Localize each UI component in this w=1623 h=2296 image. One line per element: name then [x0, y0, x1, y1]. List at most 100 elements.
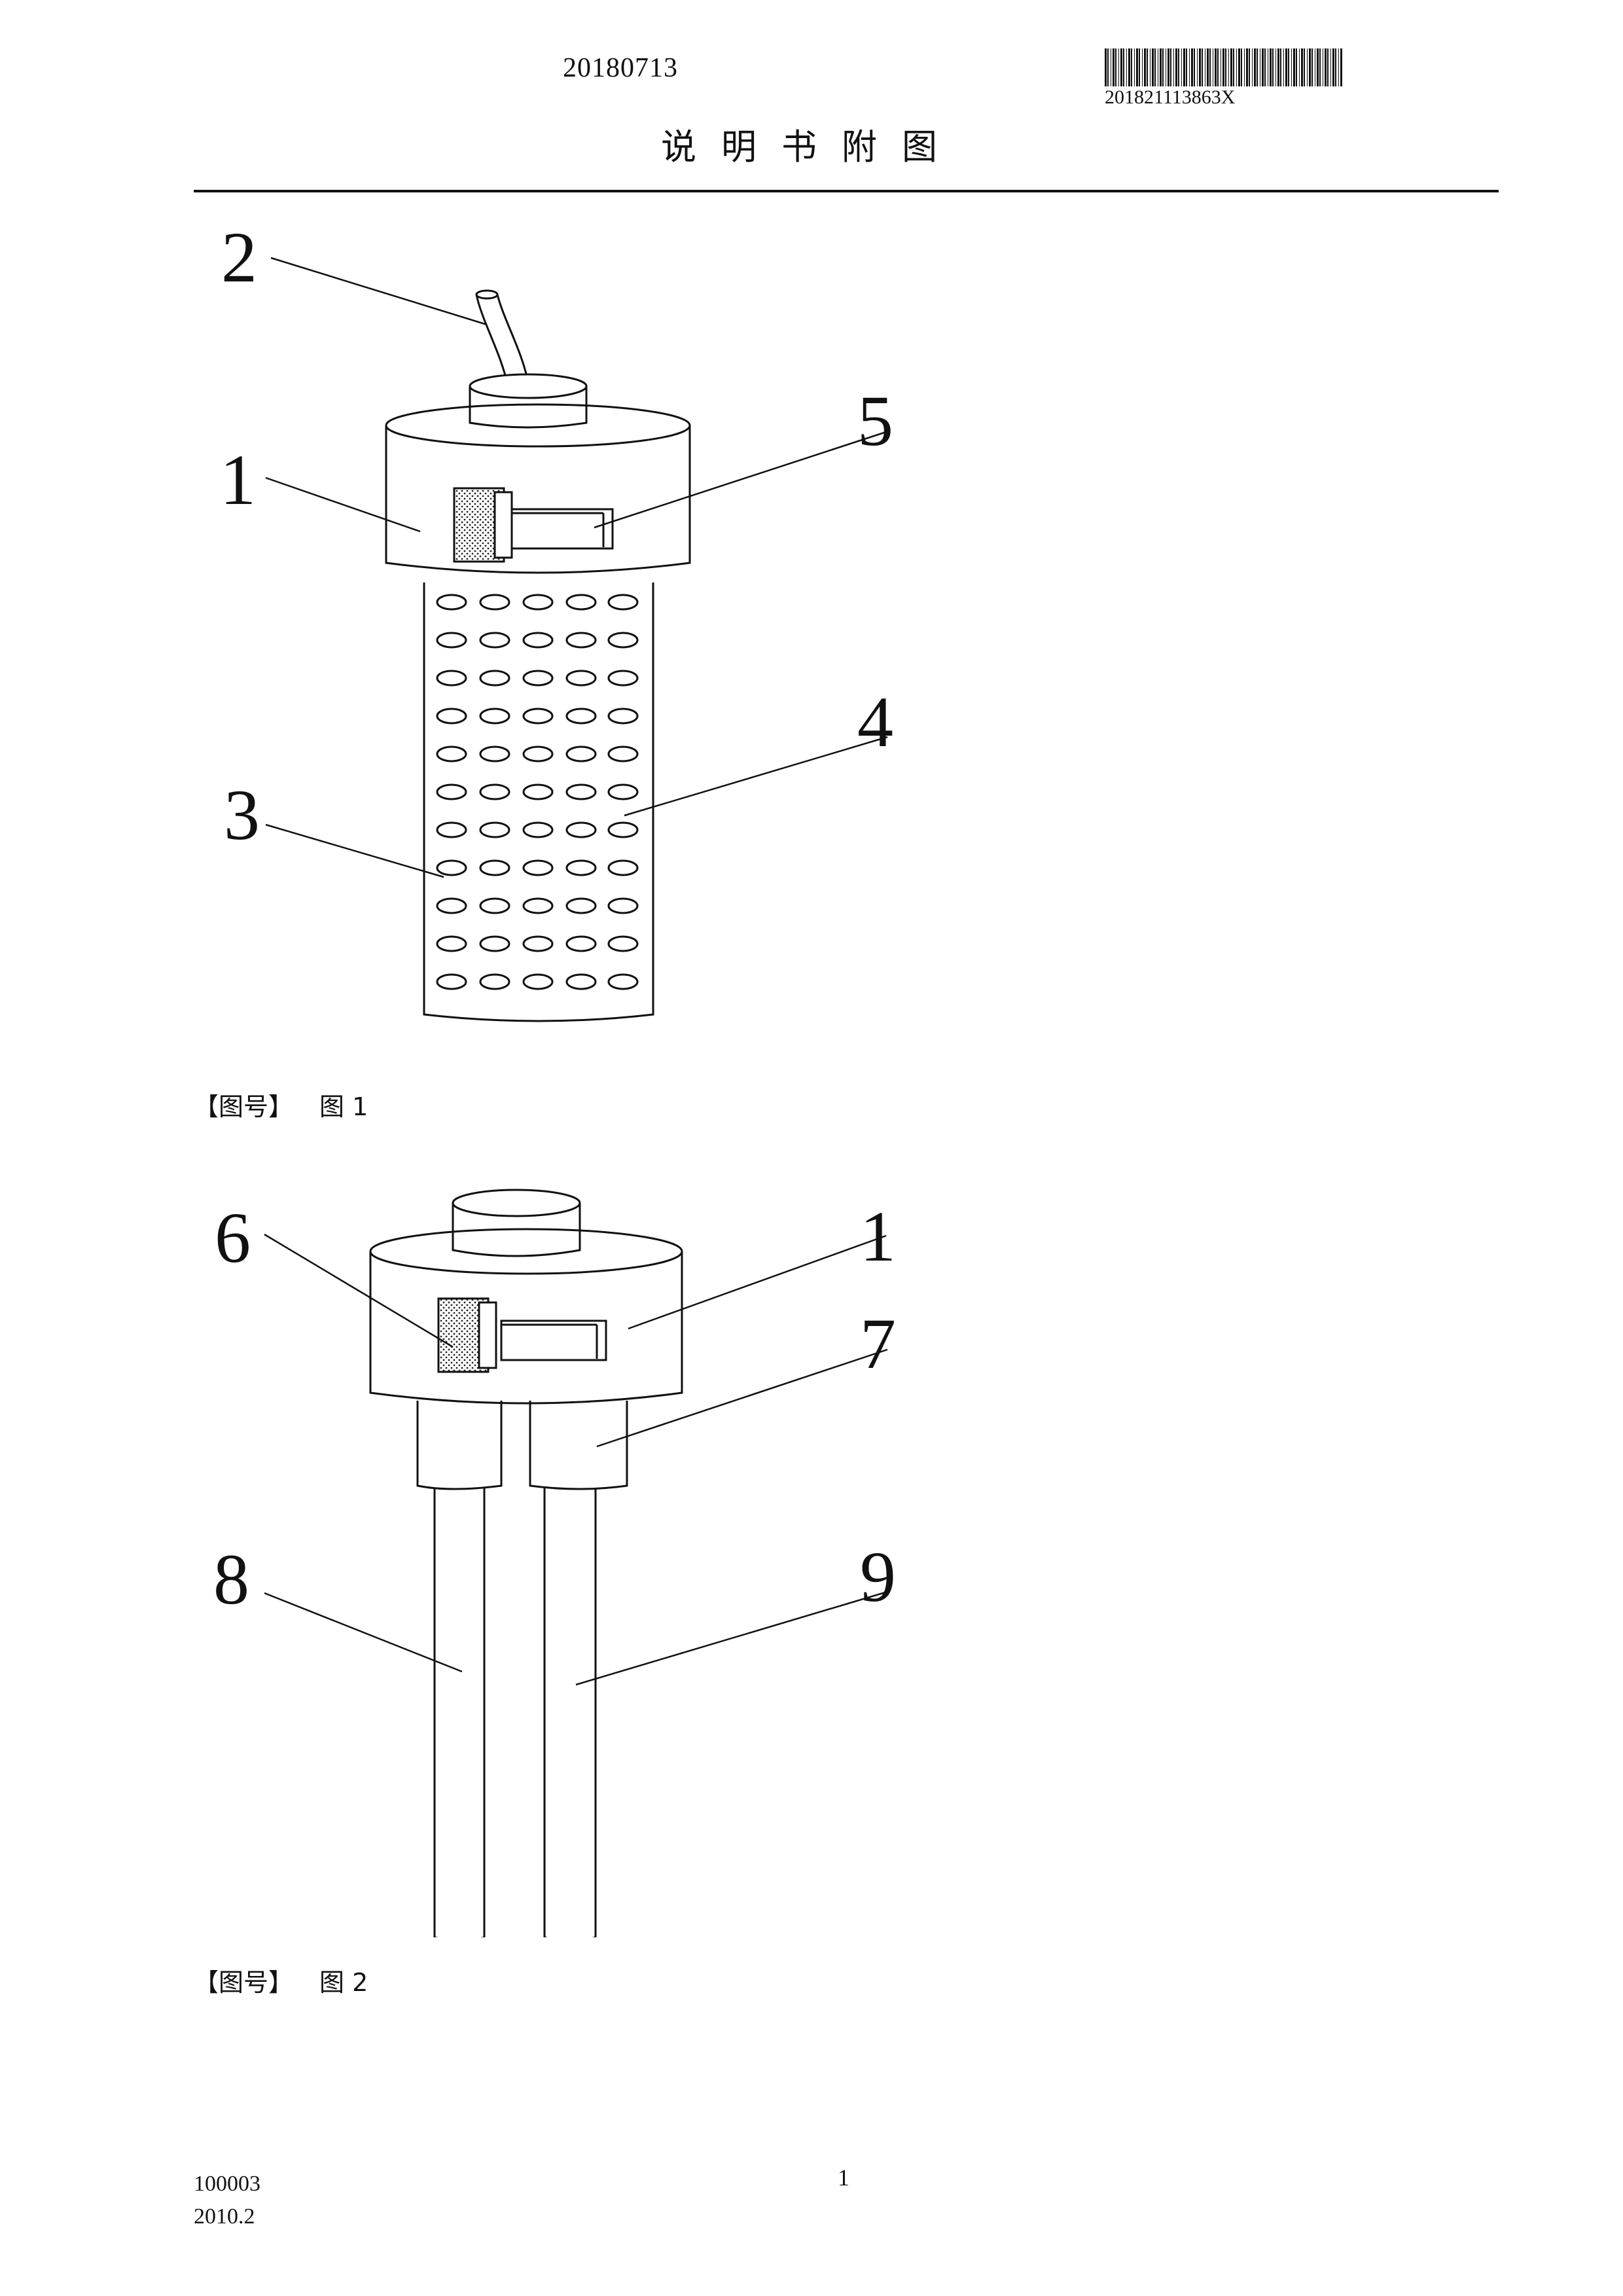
barcode-bar — [1183, 48, 1185, 86]
barcode-bar — [1131, 48, 1132, 86]
tube-hole — [479, 935, 510, 952]
label-7: 7 — [860, 1304, 896, 1384]
tube-hole — [436, 897, 467, 914]
barcode-bar — [1225, 48, 1226, 86]
barcode — [1105, 48, 1342, 86]
tube-hole — [565, 935, 597, 952]
barcode-bar — [1136, 48, 1138, 86]
tube-holes — [436, 594, 639, 990]
tube-hole — [522, 973, 554, 990]
barcode-bar — [1123, 48, 1124, 86]
label-1: 1 — [860, 1196, 896, 1276]
barcode-bar — [1293, 48, 1295, 86]
barcode-bar — [1296, 48, 1297, 86]
barcode-bar — [1319, 48, 1321, 86]
barcode-bar — [1217, 48, 1219, 86]
barcode-bar — [1191, 48, 1193, 86]
barcode-bar — [1307, 48, 1308, 86]
barcode-bar — [1330, 48, 1331, 86]
barcode-bar — [1194, 48, 1195, 86]
tube-hole — [565, 973, 597, 990]
barcode-bar — [1270, 48, 1272, 86]
barcode-bar — [1215, 48, 1217, 86]
tube-hole — [436, 670, 467, 687]
barcode-bar — [1197, 48, 1198, 86]
tube-hole — [479, 821, 510, 838]
slide-slot — [507, 508, 614, 550]
barcode-bar — [1317, 48, 1319, 86]
barcode-bar — [1238, 48, 1240, 86]
barcode-bar — [1246, 48, 1248, 86]
barcode-bar — [1154, 48, 1156, 86]
tube-hole — [607, 708, 639, 725]
barcode-bar — [1120, 48, 1122, 86]
barcode-bar — [1170, 48, 1171, 86]
figure-2-drawing: 6 1 7 8 9 — [213, 1189, 896, 1937]
perforated-tube — [423, 583, 654, 1022]
tube-hole — [607, 859, 639, 876]
form-date: 2010.2 — [194, 2204, 255, 2229]
barcode-bar — [1254, 48, 1256, 86]
barcode-bar — [1233, 48, 1234, 86]
page-title: 说明书附图 — [661, 126, 962, 168]
tube-hole — [607, 821, 639, 838]
tube-hole — [565, 745, 597, 762]
label-9: 9 — [860, 1537, 896, 1617]
barcode-bar — [1340, 48, 1342, 86]
barcode-bar — [1275, 48, 1276, 86]
tube-hole — [522, 745, 554, 762]
barcode-bar — [1280, 48, 1281, 86]
tube-hole — [436, 632, 467, 649]
tube-hole — [436, 783, 467, 800]
tube-hole — [479, 973, 510, 990]
tube-hole — [522, 821, 554, 838]
barcode-bar — [1327, 48, 1329, 86]
tube-hole — [522, 897, 554, 914]
barcode-bar — [1113, 48, 1115, 86]
barcode-bar — [1128, 48, 1130, 86]
barcode-bar — [1338, 48, 1339, 86]
barcode-bar — [1257, 48, 1258, 86]
barcode-bar — [1332, 48, 1334, 86]
barcode-bar — [1283, 48, 1284, 86]
barcode-bar — [1309, 48, 1311, 86]
label-5: 5 — [857, 381, 893, 461]
barcode-bar — [1186, 48, 1187, 86]
barcode-bar — [1134, 48, 1135, 86]
label-8: 8 — [213, 1539, 249, 1619]
barcode-bar — [1189, 48, 1190, 86]
tube-hole — [607, 973, 639, 990]
figure-2-caption-tag: 【图号】 — [194, 1968, 294, 1997]
left-connector — [416, 1401, 503, 1490]
cap-body — [369, 1251, 683, 1405]
tube-hole — [479, 632, 510, 649]
figure-1-caption-tag: 【图号】 — [194, 1092, 294, 1121]
tube-hole — [522, 632, 554, 649]
top-knob — [469, 386, 588, 429]
barcode-bar — [1168, 48, 1169, 86]
barcode-bar — [1262, 48, 1264, 86]
barcode-bar — [1249, 48, 1250, 86]
tube-hole — [522, 594, 554, 611]
barcode-bar — [1202, 48, 1203, 86]
barcode-bar — [1244, 48, 1245, 86]
tube-hole — [436, 935, 467, 952]
tube-hole — [565, 859, 597, 876]
tube-hole — [479, 783, 510, 800]
barcode-bar — [1209, 48, 1211, 86]
barcode-bar — [1325, 48, 1327, 86]
tube-hole — [479, 708, 510, 725]
barcode-bar — [1222, 48, 1224, 86]
right-connector — [529, 1401, 628, 1490]
label-3: 3 — [224, 775, 260, 855]
tube-hole — [565, 708, 597, 725]
tube-hole — [436, 973, 467, 990]
barcode-bar — [1181, 48, 1182, 86]
barcode-bar — [1126, 48, 1127, 86]
barcode-bar — [1139, 48, 1140, 86]
barcode-bar — [1230, 48, 1232, 86]
barcode-bar — [1304, 48, 1305, 86]
tube-hole — [607, 935, 639, 952]
cable — [475, 294, 509, 387]
tube-hole — [479, 859, 510, 876]
